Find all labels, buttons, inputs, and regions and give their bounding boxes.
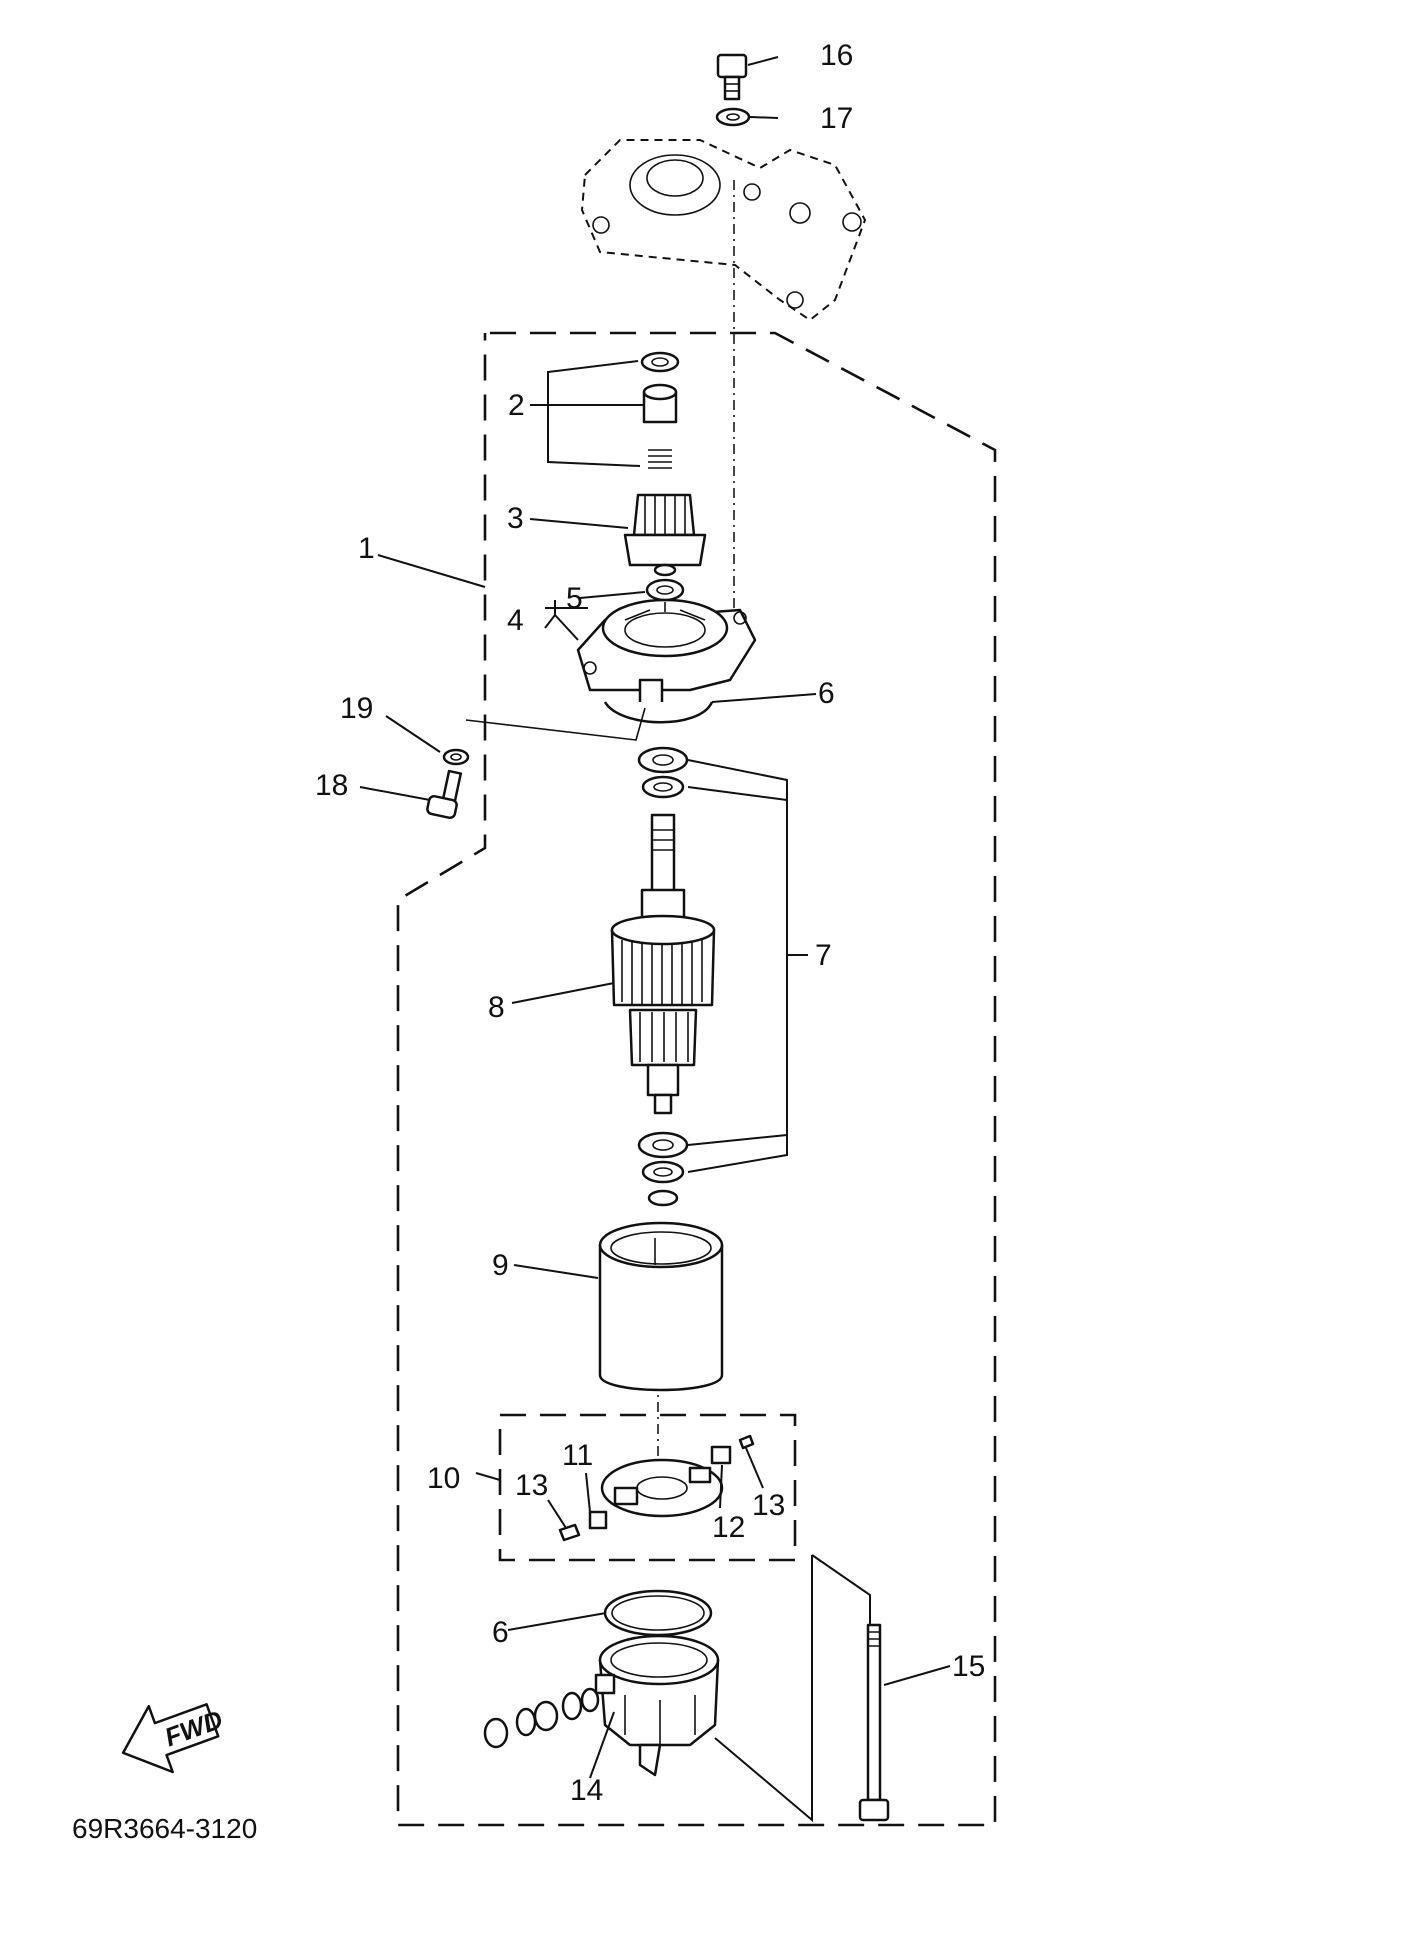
through-bolt-15 (858, 1623, 890, 1822)
o-ring-6-upper (603, 701, 714, 724)
washer-17 (715, 107, 751, 127)
front-bracket-4 (576, 598, 757, 710)
callout-13-right: 13 (752, 1489, 785, 1522)
callout-19: 19 (340, 692, 373, 725)
callout-10: 10 (427, 1462, 460, 1495)
washer-set-7-upper (637, 746, 689, 799)
pinion-stop-set-2 (640, 351, 680, 469)
callout-17: 17 (820, 102, 853, 135)
callout-3: 3 (507, 502, 524, 535)
callout-11: 11 (562, 1439, 593, 1472)
nut-washer-set (483, 1687, 600, 1749)
assembly-10-boundary (498, 1413, 797, 1562)
bolt-16 (716, 53, 748, 101)
callout-5: 5 (566, 582, 583, 615)
brush-spring-13-left (558, 1523, 581, 1542)
leader-lines (359, 56, 951, 1823)
washer-set-7-lower (637, 1131, 689, 1207)
callout-4: 4 (507, 604, 524, 637)
bearing-5 (645, 578, 685, 602)
callout-9: 9 (492, 1249, 509, 1282)
pinion-gear-3 (623, 493, 707, 577)
armature-8 (610, 813, 716, 1115)
brush-11 (588, 1510, 608, 1530)
callout-15: 15 (952, 1650, 985, 1683)
drawing-code: 69R3664-3120 (72, 1813, 257, 1844)
callout-12: 12 (712, 1511, 745, 1544)
bolt-18 (426, 769, 463, 820)
callout-16: 16 (820, 39, 853, 72)
callout-13-left: 13 (515, 1469, 548, 1502)
callout-2: 2 (508, 389, 525, 422)
brush-holder-10 (600, 1458, 724, 1518)
callout-8: 8 (488, 991, 505, 1024)
callout-14: 14 (570, 1774, 603, 1807)
callout-6-lower: 6 (492, 1616, 509, 1649)
callout-1: 1 (358, 532, 375, 565)
callout-7: 7 (815, 939, 832, 972)
assembly-1-boundary (396, 331, 997, 1827)
forward-direction-arrow: FWD (121, 1703, 227, 1774)
rear-bracket-14 (594, 1634, 720, 1777)
brush-spring-13-right (738, 1434, 755, 1450)
yoke-9 (598, 1221, 724, 1392)
callout-6-upper: 6 (818, 677, 835, 710)
callout-18: 18 (315, 769, 348, 802)
brush-12 (710, 1445, 732, 1465)
engine-bracket-housing (580, 139, 867, 322)
o-ring-6-lower (603, 1589, 713, 1637)
washer-19 (442, 748, 470, 766)
